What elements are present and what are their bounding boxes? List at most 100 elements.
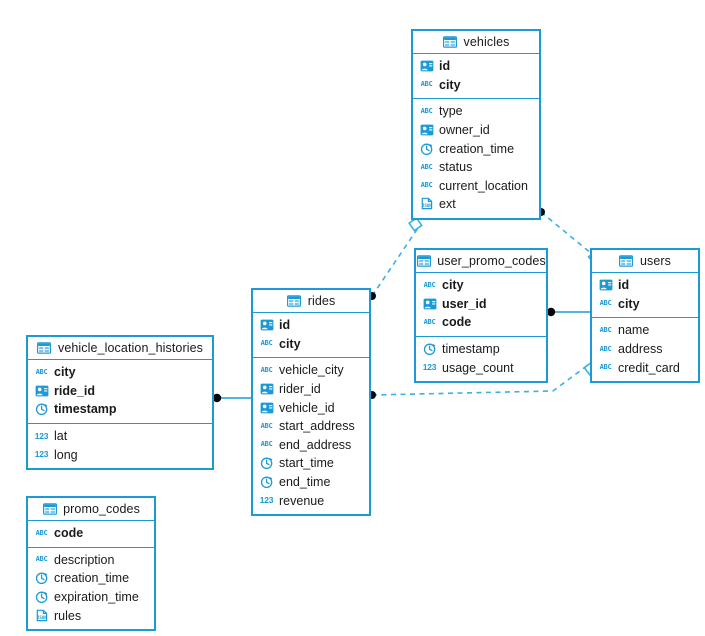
- columns-section: timestamp 123 usage_count: [416, 337, 546, 381]
- table-entity-icon: [287, 294, 302, 309]
- table-entity-icon: [443, 35, 458, 50]
- field-row[interactable]: ride_id: [28, 382, 212, 401]
- timestamp-clock-type-icon: [259, 475, 274, 490]
- id-card-type-icon: [419, 123, 434, 138]
- field-row[interactable]: id: [253, 316, 369, 335]
- field-label: long: [54, 447, 78, 462]
- field-label: code: [442, 315, 472, 330]
- field-row[interactable]: timestamp: [28, 400, 212, 419]
- field-row[interactable]: rider_id: [253, 380, 369, 399]
- field-label: end_time: [279, 475, 331, 490]
- field-row[interactable]: vehicle_id: [253, 398, 369, 417]
- edge-endpoint-dot: [546, 307, 556, 317]
- field-label: id: [439, 59, 451, 74]
- field-label: id: [279, 318, 291, 333]
- field-label: user_id: [442, 296, 487, 311]
- field-row[interactable]: id: [592, 276, 698, 295]
- field-row[interactable]: expiration_time: [28, 588, 154, 607]
- field-row[interactable]: end_time: [253, 473, 369, 492]
- field-label: city: [439, 77, 461, 92]
- entity-header[interactable]: user_promo_codes: [416, 250, 546, 273]
- abc-string-type-icon: ABC: [599, 363, 612, 372]
- field-label: status: [439, 160, 473, 175]
- field-label: rules: [54, 608, 82, 623]
- field-row[interactable]: id: [413, 57, 539, 76]
- field-row[interactable]: user_id: [416, 295, 546, 314]
- edge-user-promo-codes-to-users[interactable]: [546, 307, 591, 317]
- number-type-icon: 123: [422, 362, 437, 373]
- field-label: city: [54, 365, 76, 380]
- field-label: name: [618, 323, 650, 338]
- field-row[interactable]: timestamp: [416, 340, 546, 359]
- entity-header[interactable]: vehicle_location_histories: [28, 337, 212, 360]
- abc-string-type-icon: ABC: [423, 317, 436, 326]
- field-label: code: [54, 526, 84, 541]
- entity-name: users: [639, 254, 672, 268]
- entity-header[interactable]: vehicles: [413, 31, 539, 54]
- entity-header[interactable]: users: [592, 250, 698, 273]
- id-card-type-icon: [259, 400, 274, 415]
- field-label: start_address: [279, 419, 355, 434]
- field-row[interactable]: 123 usage_count: [416, 358, 546, 377]
- entity-header[interactable]: promo_codes: [28, 498, 154, 521]
- field-row[interactable]: owner_id: [413, 121, 539, 140]
- field-row[interactable]: creation_time: [413, 139, 539, 158]
- edge-endpoint-dot: [212, 393, 222, 403]
- field-label: id: [618, 278, 630, 293]
- field-label: creation_time: [54, 571, 130, 586]
- field-label: ext: [439, 197, 456, 212]
- number-type-icon: 123: [259, 495, 274, 506]
- id-card-type-icon: [34, 383, 49, 398]
- field-row[interactable]: creation_time: [28, 569, 154, 588]
- field-label: usage_count: [442, 360, 514, 375]
- field-row[interactable]: ABC code: [416, 313, 546, 332]
- abc-string-type-icon: ABC: [420, 181, 433, 190]
- field-label: city: [279, 336, 301, 351]
- field-label: owner_id: [439, 123, 490, 138]
- field-row[interactable]: start_time: [253, 454, 369, 473]
- field-label: address: [618, 342, 663, 357]
- table-entity-icon: [42, 502, 57, 517]
- edge-line: [371, 227, 419, 297]
- field-label: creation_time: [439, 141, 515, 156]
- entity-header[interactable]: rides: [253, 290, 369, 313]
- timestamp-clock-type-icon: [34, 590, 49, 605]
- field-row[interactable]: JSON rules: [28, 606, 154, 625]
- edge-vehicle-location-histories-to-rides[interactable]: [212, 393, 252, 403]
- edge-line: [540, 211, 593, 255]
- svg-text:JSON: JSON: [36, 615, 47, 620]
